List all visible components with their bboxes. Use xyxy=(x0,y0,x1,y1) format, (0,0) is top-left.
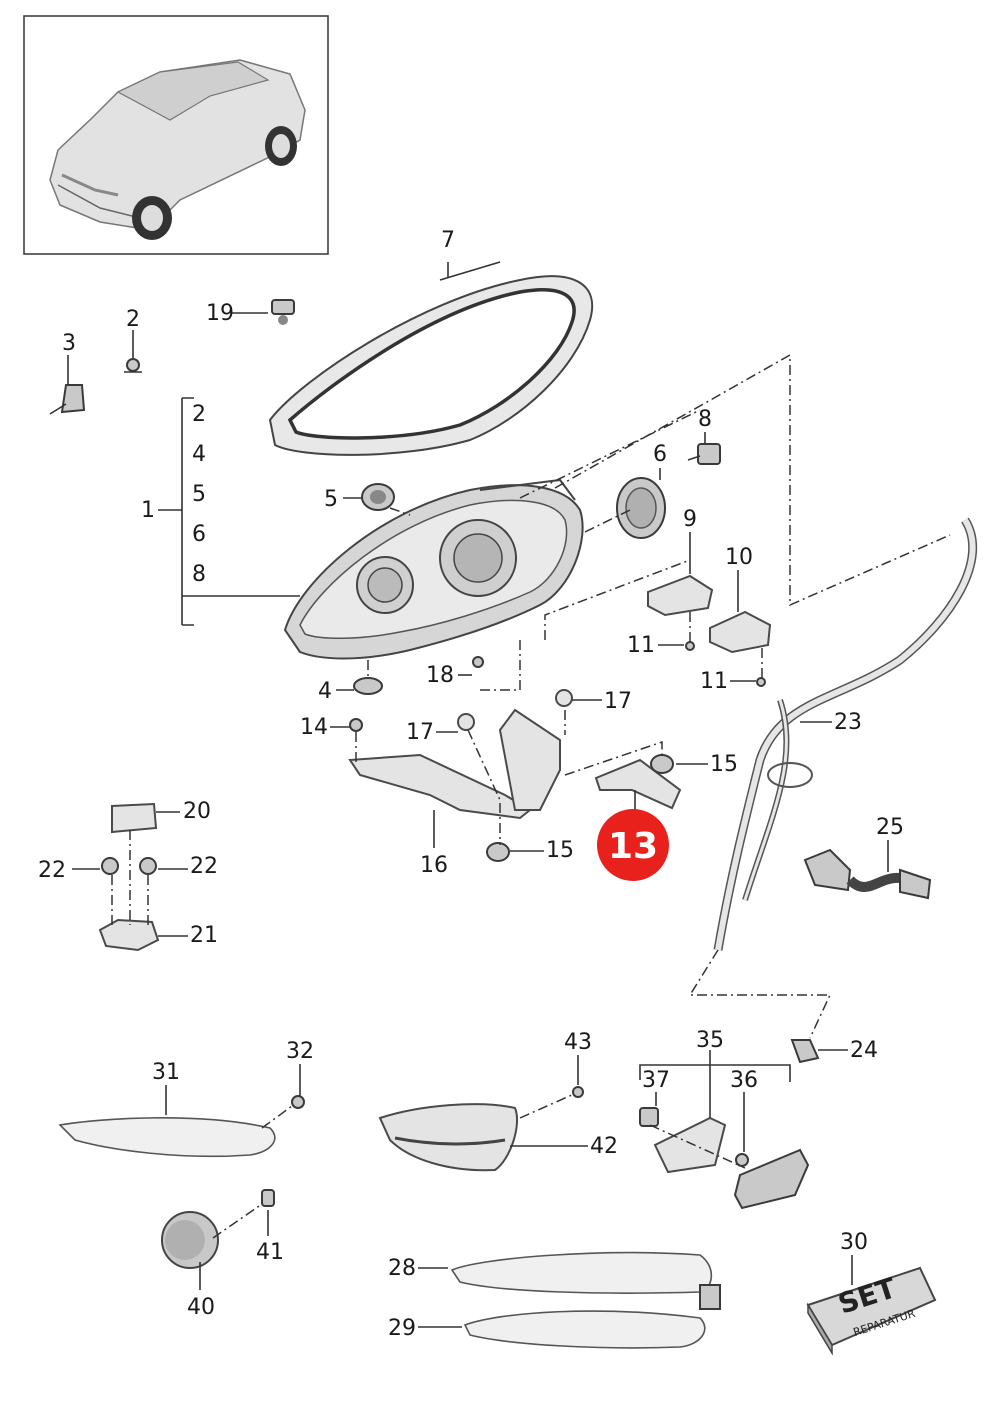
callout-18[interactable]: 18 xyxy=(426,663,454,688)
callout-11[interactable]: 11 xyxy=(700,669,728,694)
callout-7[interactable]: 7 xyxy=(441,228,455,253)
callout-6[interactable]: 6 xyxy=(653,442,667,467)
callout-25[interactable]: 25 xyxy=(876,815,904,840)
part-light-28[interactable] xyxy=(450,1251,721,1310)
callout-1[interactable]: 1 xyxy=(141,498,155,523)
callout-41[interactable]: 41 xyxy=(256,1240,284,1265)
callout-16[interactable]: 16 xyxy=(420,853,448,878)
callout-17[interactable]: 17 xyxy=(406,720,434,745)
part-screw-14[interactable] xyxy=(349,718,363,732)
part-foglight-40[interactable] xyxy=(161,1211,219,1269)
part-bulb-36[interactable] xyxy=(735,1153,749,1167)
callout-5[interactable]: 5 xyxy=(324,487,338,512)
part-bulb-19[interactable] xyxy=(271,299,295,325)
callout-9[interactable]: 9 xyxy=(683,507,697,532)
part-bracket-13[interactable] xyxy=(594,758,682,810)
callout-4[interactable]: 4 xyxy=(318,679,332,704)
callout-32[interactable]: 32 xyxy=(286,1039,314,1064)
part-bulb-3[interactable] xyxy=(49,384,86,415)
part-screw-18[interactable] xyxy=(472,656,484,668)
callout-10[interactable]: 10 xyxy=(725,545,753,570)
part-screw-11[interactable] xyxy=(685,641,766,687)
callout-8[interactable]: 8 xyxy=(192,562,206,587)
callout-40[interactable]: 40 xyxy=(187,1295,215,1320)
callout-35[interactable]: 35 xyxy=(696,1028,724,1053)
part-trim-31[interactable] xyxy=(58,1117,276,1158)
vehicle-thumbnail[interactable] xyxy=(23,15,329,255)
part-module-9[interactable] xyxy=(647,574,714,617)
callout-13[interactable]: 13 xyxy=(608,826,658,867)
callout-29[interactable]: 29 xyxy=(388,1316,416,1341)
callout-2[interactable]: 2 xyxy=(126,307,140,332)
part-gasket-7[interactable] xyxy=(268,261,594,456)
part-bulb-41[interactable] xyxy=(261,1189,275,1207)
callouts: 7 19 2 3 2 4 5 6 8 1 5 6 8 9 10 11 11 4 … xyxy=(38,228,904,1341)
callout-21[interactable]: 21 xyxy=(190,923,218,948)
callout-5[interactable]: 5 xyxy=(192,482,206,507)
callout-11[interactable]: 11 xyxy=(627,633,655,658)
part-socket-37[interactable] xyxy=(639,1107,659,1127)
part-cap-5[interactable] xyxy=(361,483,395,511)
part-bracket-16[interactable] xyxy=(348,708,561,820)
callout-17[interactable]: 17 xyxy=(604,689,632,714)
callout-28[interactable]: 28 xyxy=(388,1256,416,1281)
assembly-lines xyxy=(111,353,951,1239)
callout-3[interactable]: 3 xyxy=(62,331,76,356)
part-screw-17[interactable] xyxy=(457,689,573,731)
part-grommet-15[interactable] xyxy=(486,754,674,862)
callout-37[interactable]: 37 xyxy=(642,1068,670,1093)
callout-22[interactable]: 22 xyxy=(190,854,218,879)
callout-13-highlight[interactable]: 13 xyxy=(597,809,669,881)
callout-20[interactable]: 20 xyxy=(183,799,211,824)
callout-19[interactable]: 19 xyxy=(206,301,234,326)
part-bulb-24[interactable] xyxy=(790,1039,820,1064)
callout-2[interactable]: 2 xyxy=(192,402,206,427)
callout-30[interactable]: 30 xyxy=(840,1230,868,1255)
callout-31[interactable]: 31 xyxy=(152,1060,180,1085)
part-module-20[interactable] xyxy=(111,802,158,834)
part-screw-32[interactable] xyxy=(291,1095,305,1109)
highlight-circle xyxy=(597,809,669,881)
callout-6[interactable]: 6 xyxy=(192,522,206,547)
callout-23[interactable]: 23 xyxy=(834,710,862,735)
callout-15[interactable]: 15 xyxy=(546,838,574,863)
part-light-42[interactable] xyxy=(378,1103,519,1172)
callout-8[interactable]: 8 xyxy=(698,407,712,432)
part-headlight-1[interactable] xyxy=(283,478,584,660)
part-light-29[interactable] xyxy=(463,1310,706,1349)
callout-15[interactable]: 15 xyxy=(710,752,738,777)
part-nut-22[interactable] xyxy=(101,857,157,875)
part-screw-43[interactable] xyxy=(572,1086,584,1098)
callout-43[interactable]: 43 xyxy=(564,1030,592,1055)
part-light-35[interactable] xyxy=(653,1116,810,1210)
callout-14[interactable]: 14 xyxy=(300,715,328,740)
part-motor-8[interactable] xyxy=(687,443,721,465)
part-screw-2[interactable] xyxy=(124,358,142,373)
callout-4[interactable]: 4 xyxy=(192,442,206,467)
callout-42[interactable]: 42 xyxy=(590,1134,618,1159)
leader-lines xyxy=(67,262,889,1328)
part-bracket-21[interactable] xyxy=(98,918,160,952)
callout-22[interactable]: 22 xyxy=(38,858,66,883)
callout-36[interactable]: 36 xyxy=(730,1068,758,1093)
part-connector-25[interactable] xyxy=(803,848,932,900)
part-repair-set-30[interactable] xyxy=(806,1266,937,1356)
part-harness-23[interactable] xyxy=(713,517,978,951)
part-grommet-4[interactable] xyxy=(353,677,383,695)
callout-24[interactable]: 24 xyxy=(850,1038,878,1063)
part-module-10[interactable] xyxy=(709,610,772,654)
part-cap-6[interactable] xyxy=(616,477,666,539)
